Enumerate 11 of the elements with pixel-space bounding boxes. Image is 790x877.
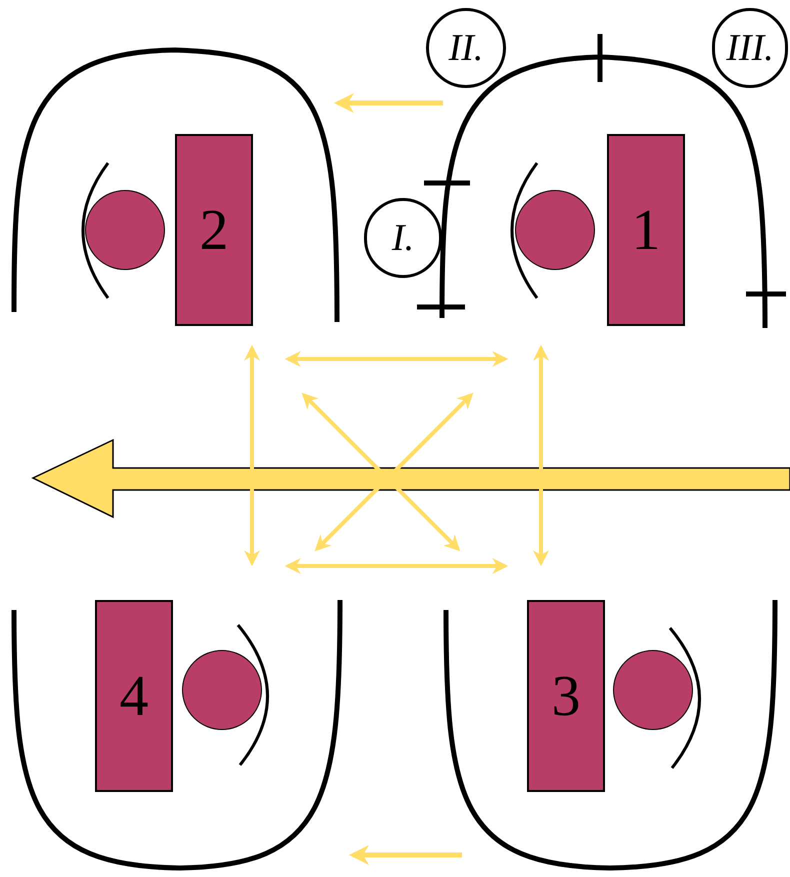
magnet-bar <box>607 134 685 326</box>
bar-number: 1 <box>632 201 660 259</box>
magnet-bar <box>527 600 605 792</box>
bar-number: 3 <box>552 667 580 725</box>
roman-numeral: I. <box>392 219 414 257</box>
roman-numeral: II. <box>448 29 484 67</box>
bar-number: 2 <box>200 201 228 259</box>
bar-number: 4 <box>120 667 148 725</box>
magnet-bar <box>95 600 173 792</box>
magnet-bar <box>175 134 253 326</box>
roman-numeral: III. <box>726 29 774 67</box>
